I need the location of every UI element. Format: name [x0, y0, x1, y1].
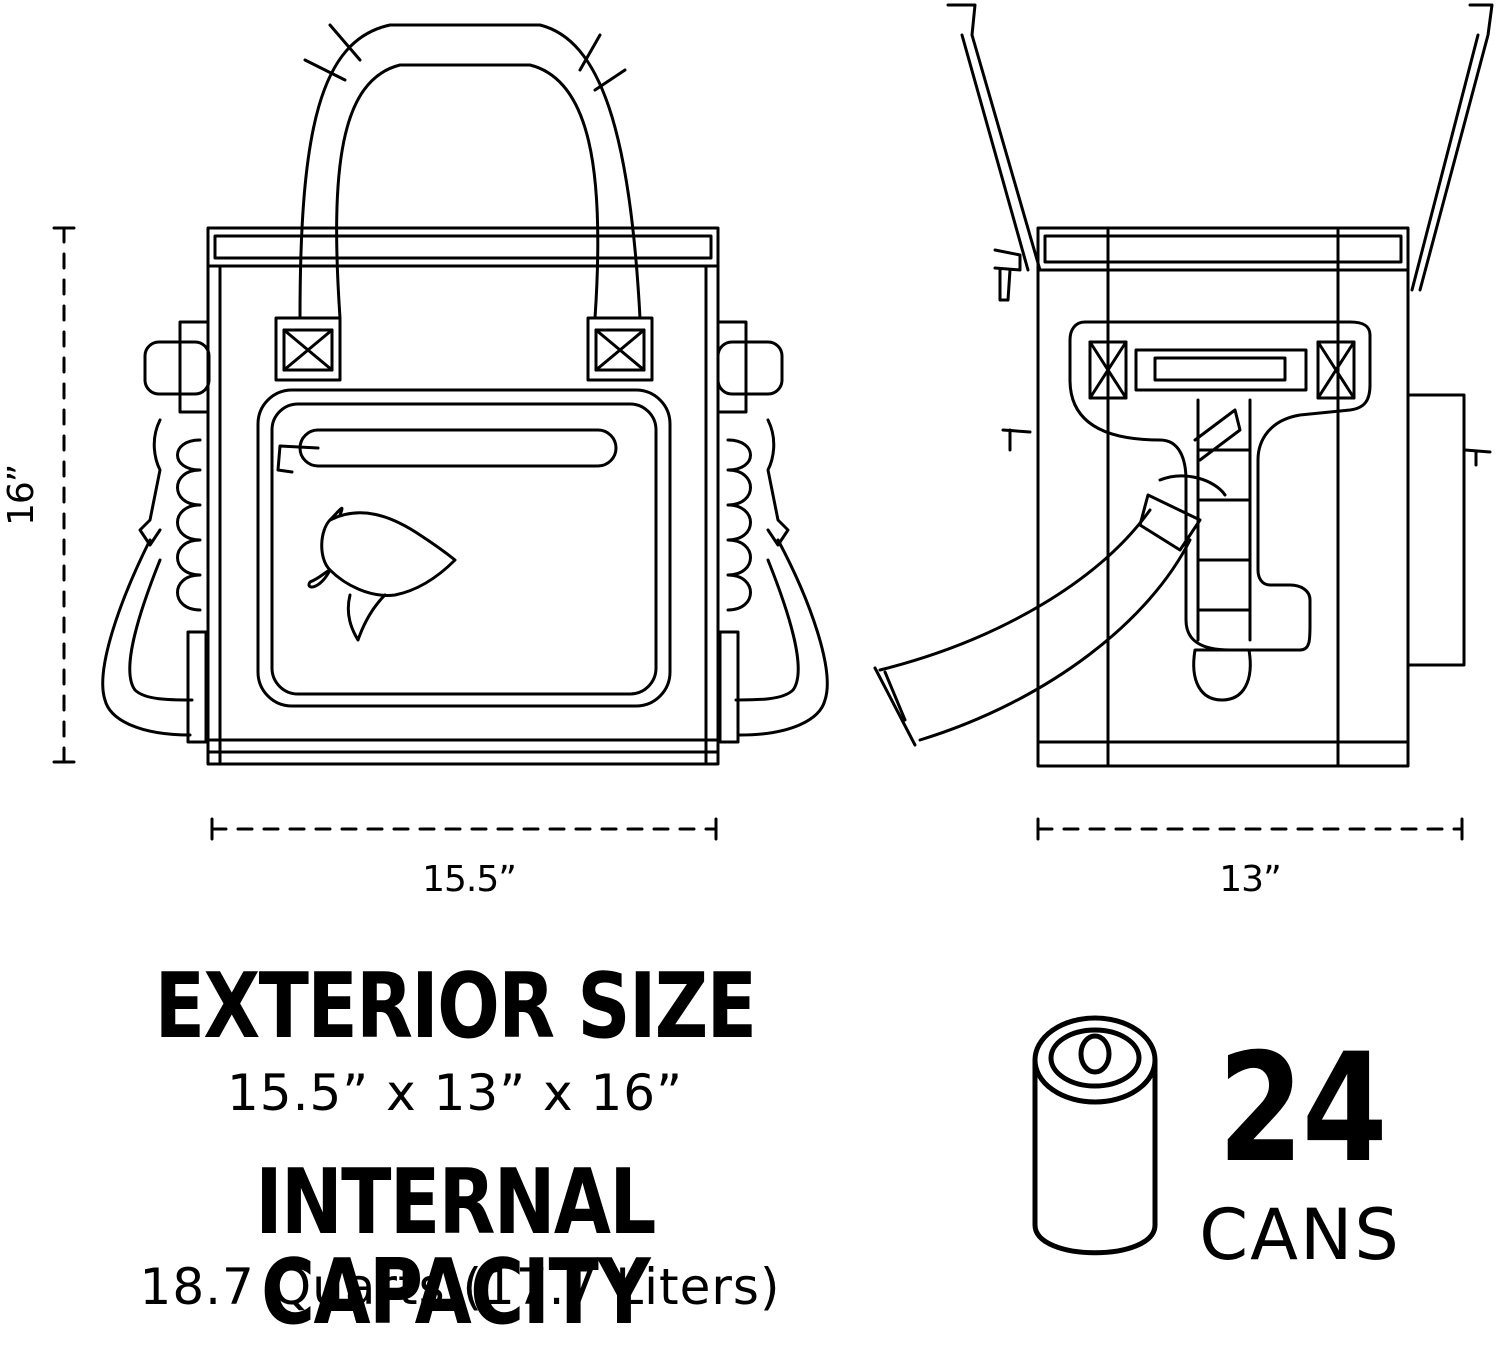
- internal-capacity-heading: INTERNAL CAPACITY: [255, 1150, 656, 1345]
- depth-label: 13”: [1219, 859, 1281, 900]
- height-label: 16”: [1, 464, 42, 526]
- can-icon: [1032, 1015, 1158, 1256]
- width-label: 15.5”: [422, 859, 517, 900]
- can-unit: CANS: [1199, 1194, 1401, 1276]
- front-view-drawing: [101, 23, 829, 766]
- exterior-size-heading: EXTERIOR SIZE: [154, 954, 757, 1059]
- side-view-drawing: [873, 3, 1494, 768]
- exterior-size-value: 15.5” x 13” x 16”: [226, 1064, 684, 1122]
- can-count: 24: [1218, 1022, 1388, 1196]
- internal-capacity-value: 18.7 Quarts (17.7 Liters): [139, 1258, 781, 1316]
